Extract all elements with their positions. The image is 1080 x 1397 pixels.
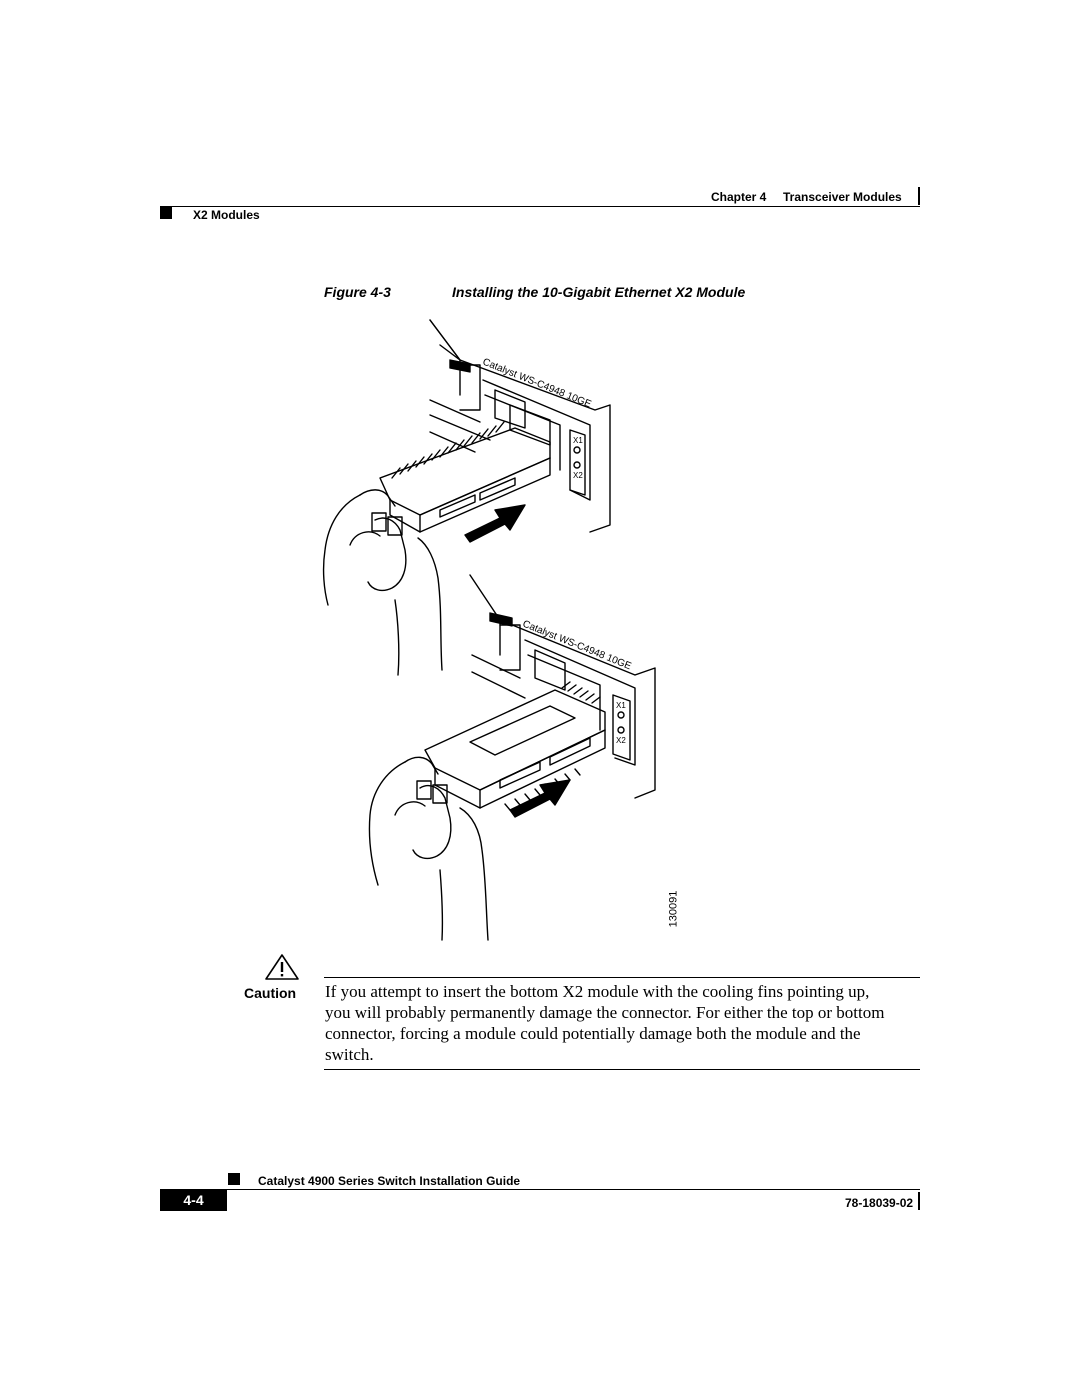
hand-bottom <box>368 756 489 941</box>
header-rule <box>160 206 920 207</box>
port-label-x1-bottom: X1 <box>616 701 626 710</box>
doc-number: 78-18039-02 <box>845 1196 914 1210</box>
section-title: X2 Modules <box>193 208 260 222</box>
caution-icon <box>265 954 299 980</box>
header-right-bar <box>918 187 920 205</box>
figure-title: Installing the 10-Gigabit Ethernet X2 Mo… <box>452 284 746 300</box>
port-label-x2-top: X2 <box>573 471 583 480</box>
chassis-top <box>429 319 611 533</box>
caution-line-1: If you attempt to insert the bottom X2 m… <box>325 982 870 1001</box>
chapter-title: Transceiver Modules <box>783 190 902 204</box>
port-label-x1-top: X1 <box>573 436 583 445</box>
chassis-bottom <box>469 574 656 799</box>
caution-text: If you attempt to insert the bottom X2 m… <box>325 981 921 1065</box>
footer-marker <box>228 1173 240 1185</box>
caution-rule-top <box>324 977 920 978</box>
caution-line-2: you will probably permanently damage the… <box>325 1003 885 1022</box>
page-number: 4-4 <box>160 1189 227 1211</box>
x2-module-top <box>379 421 551 533</box>
hand-top <box>322 489 443 676</box>
x2-module-bottom <box>424 681 606 811</box>
chapter-label: Chapter 4 <box>711 190 767 204</box>
caution-rule-bottom <box>324 1069 920 1070</box>
port-label-x2-bottom: X2 <box>616 736 626 745</box>
caution-line-4: switch. <box>325 1045 374 1064</box>
arrow-top <box>464 504 526 543</box>
caution-label: Caution <box>244 985 297 1001</box>
arrow-bottom <box>509 779 571 818</box>
caution-line-3: connector, forcing a module could potent… <box>325 1024 861 1043</box>
x2-installation-illustration: Catalyst WS-C4948 10GE Catalyst WS-C4948… <box>322 319 656 941</box>
guide-title: Catalyst 4900 Series Switch Installation… <box>258 1174 521 1188</box>
footer-rule <box>160 1189 920 1190</box>
footer-right-bar <box>918 1192 920 1210</box>
figure-id-number: 130091 <box>667 890 680 928</box>
figure-number: Figure 4-3 <box>324 284 391 300</box>
section-marker <box>160 207 172 219</box>
